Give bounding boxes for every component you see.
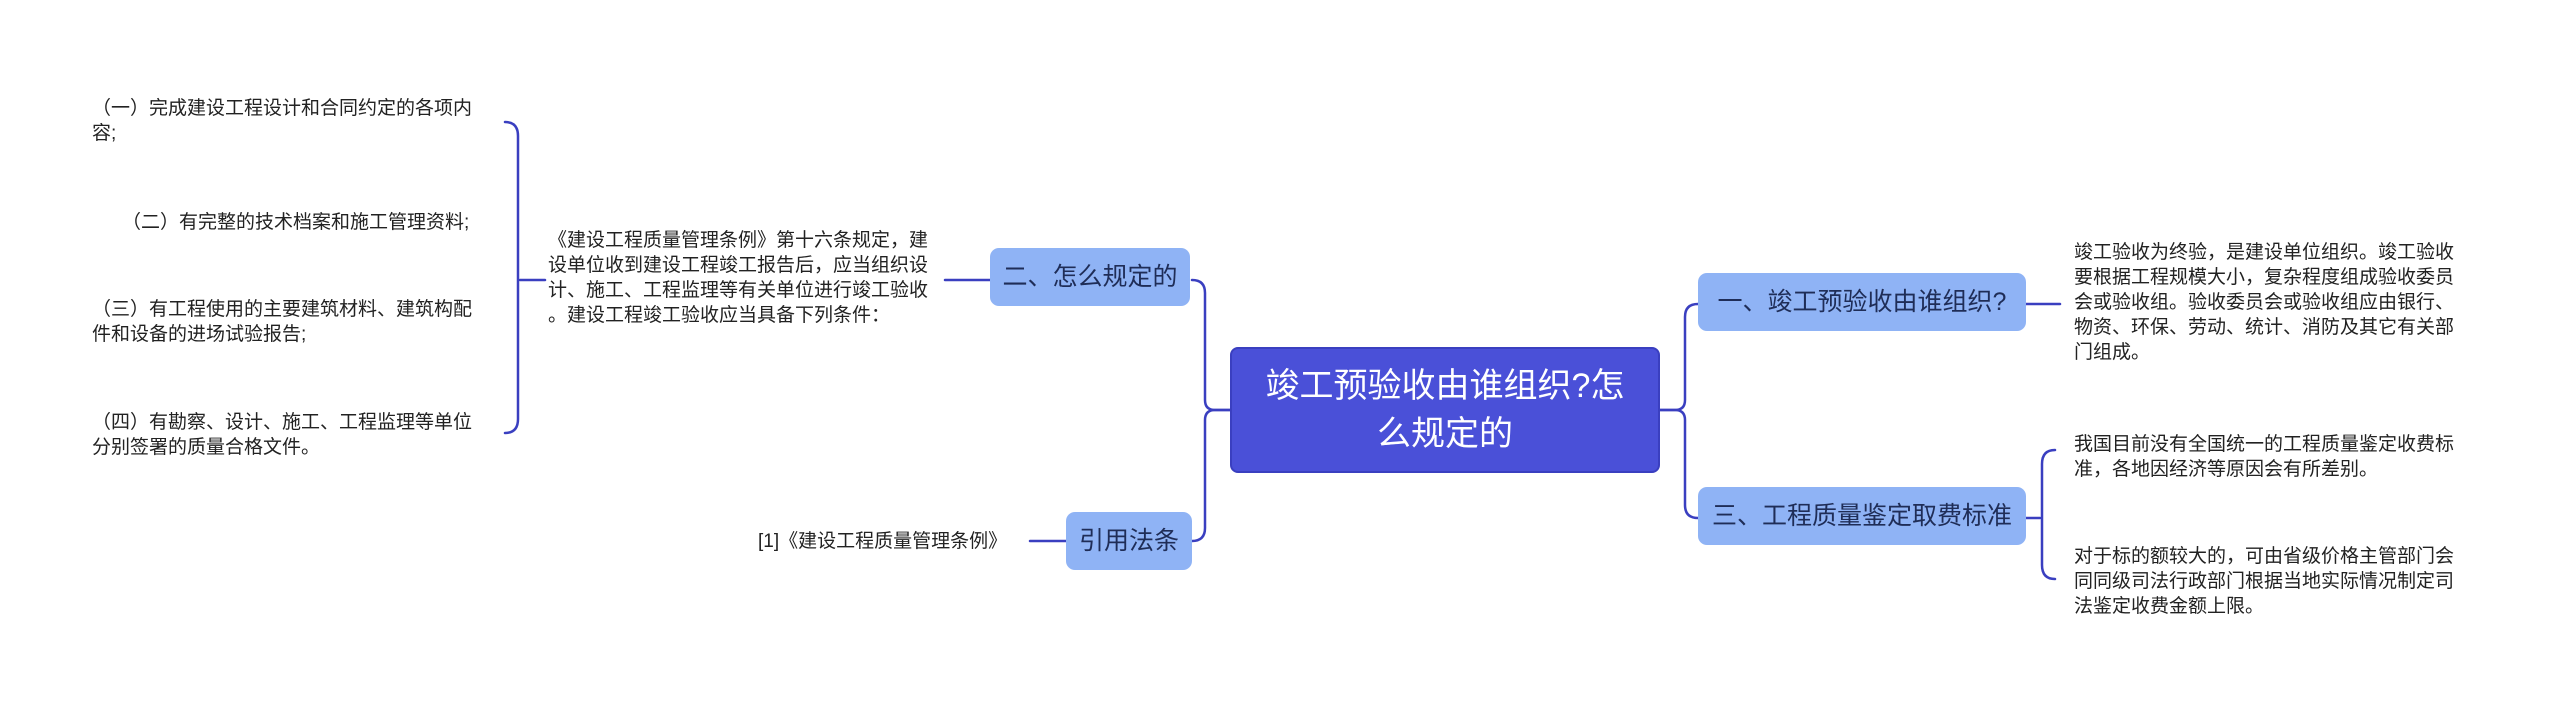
condition-item: （三）有工程使用的主要建筑材料、建筑构配 件和设备的进场试验报告; xyxy=(92,299,473,345)
branch-cite[interactable]: 引用法条 xyxy=(1066,512,1192,570)
how-detail-text: 《建设工程质量管理条例》第十六条规定，建 设单位收到建设工程竣工报告后，应当组织… xyxy=(548,230,929,326)
condition-item: （一）完成建设工程设计和合同约定的各项内 容; xyxy=(92,98,473,144)
condition-item: （二）有完整的技术档案和施工管理资料; xyxy=(122,212,470,233)
connector-root-how xyxy=(1190,278,1232,412)
connector-root-cite xyxy=(1190,408,1232,543)
condition-item: （四）有勘察、设计、施工、工程监理等单位 分别签署的质量合格文件。 xyxy=(92,412,473,458)
branch-fee-label: 三、工程质量鉴定取费标准 xyxy=(1711,502,2012,530)
branch-how[interactable]: 二、怎么规定的 xyxy=(990,248,1190,306)
fee-detail-item: 我国目前没有全国统一的工程质量鉴定收费标 准，各地因经济等原因会有所差别。 xyxy=(2074,434,2455,480)
root-title: 竣工预验收由谁组织?怎么规定的 xyxy=(1265,367,1625,453)
fee-detail-item: 对于标的额较大的，可由省级价格主管部门会 同同级司法行政部门根据当地实际情况制定… xyxy=(2074,546,2455,617)
condition-bracket xyxy=(503,120,520,435)
branch-who[interactable]: 一、竣工预验收由谁组织? xyxy=(1698,273,2026,331)
branch-fee[interactable]: 三、工程质量鉴定取费标准 xyxy=(1698,487,2026,545)
branch-cite-label: 引用法条 xyxy=(1078,527,1179,555)
connector-root-who xyxy=(1658,302,1700,412)
root-node[interactable]: 竣工预验收由谁组织?怎么规定的 xyxy=(1230,347,1660,473)
branch-who-label: 一、竣工预验收由谁组织? xyxy=(1717,288,2007,316)
branch-how-label: 二、怎么规定的 xyxy=(1002,263,1178,291)
cite-detail-text: [1]《建设工程质量管理条例》 xyxy=(758,531,1008,552)
who-detail-text: 竣工验收为终验，是建设单位组织。竣工验收 要根据工程规模大小，复杂程度组成验收委… xyxy=(2074,242,2455,363)
fee-bracket xyxy=(2040,448,2057,581)
connector-root-fee xyxy=(1658,408,1700,520)
